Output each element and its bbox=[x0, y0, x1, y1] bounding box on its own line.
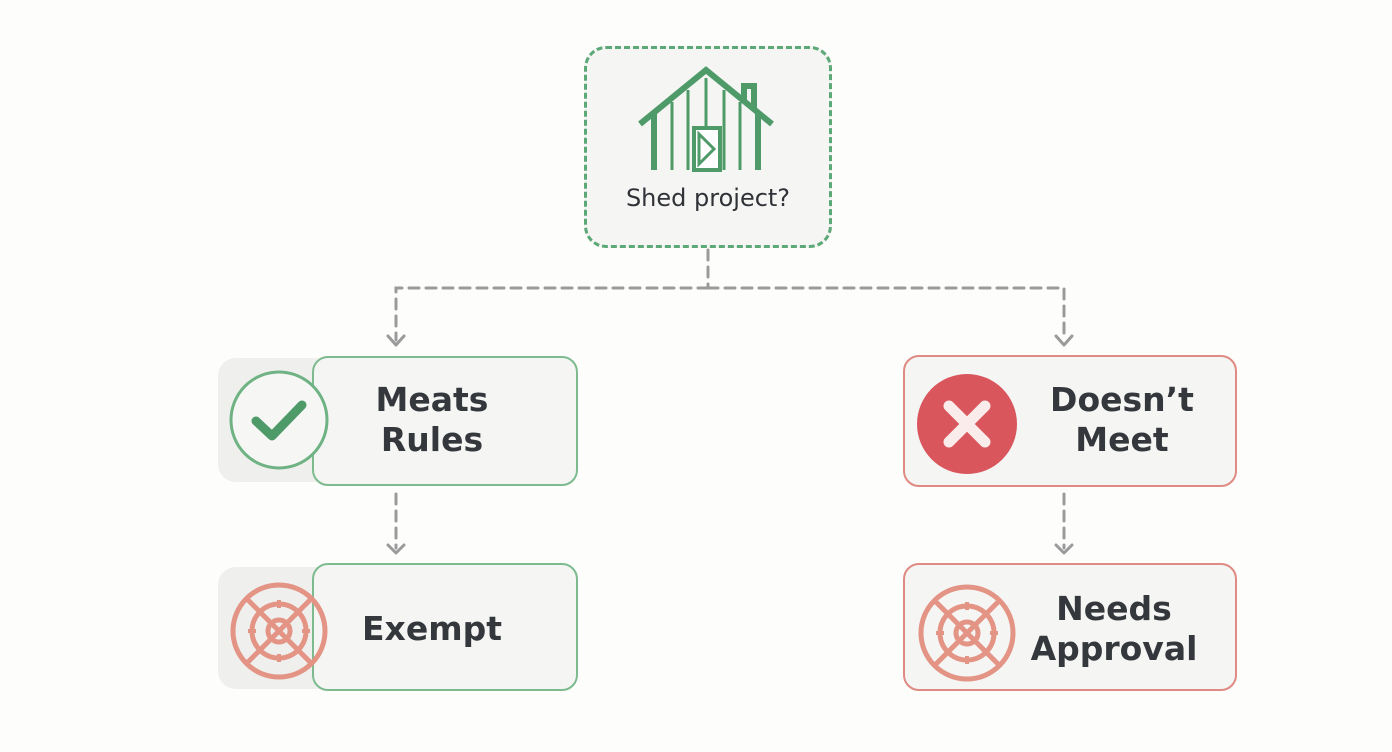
arrowhead-left-top bbox=[386, 334, 406, 347]
exempt-label: Exempt bbox=[362, 609, 502, 648]
meets-rules-node bbox=[312, 356, 578, 486]
shed-house-icon bbox=[638, 66, 774, 172]
meets-rules-line1: Meats bbox=[375, 380, 489, 419]
meets-rules-label: Meats Rules bbox=[340, 380, 524, 460]
connector-root-right bbox=[706, 286, 1066, 342]
meets-rules-line2: Rules bbox=[380, 420, 484, 459]
arrowhead-left-bottom bbox=[386, 543, 406, 555]
crossed-out-target-icon bbox=[918, 584, 1016, 682]
crossed-out-target-icon bbox=[230, 582, 328, 680]
arrowhead-right-top bbox=[1054, 334, 1074, 347]
root-question-label: Shed project? bbox=[625, 184, 791, 212]
needs-approval-line1: Needs bbox=[1056, 589, 1172, 628]
x-circle-icon bbox=[917, 374, 1017, 474]
needs-approval-line2: Approval bbox=[1030, 629, 1198, 668]
checkmark-circle-icon bbox=[229, 370, 329, 470]
connector-root-left bbox=[394, 286, 710, 342]
doesnt-meet-line1: Doesn’t bbox=[1050, 380, 1194, 419]
needs-approval-label: Needs Approval bbox=[1022, 589, 1206, 669]
arrowhead-right-bottom bbox=[1054, 543, 1074, 555]
exempt-node bbox=[312, 563, 578, 691]
doesnt-meet-label: Doesn’t Meet bbox=[1030, 380, 1214, 460]
doesnt-meet-line2: Meet bbox=[1075, 420, 1169, 459]
